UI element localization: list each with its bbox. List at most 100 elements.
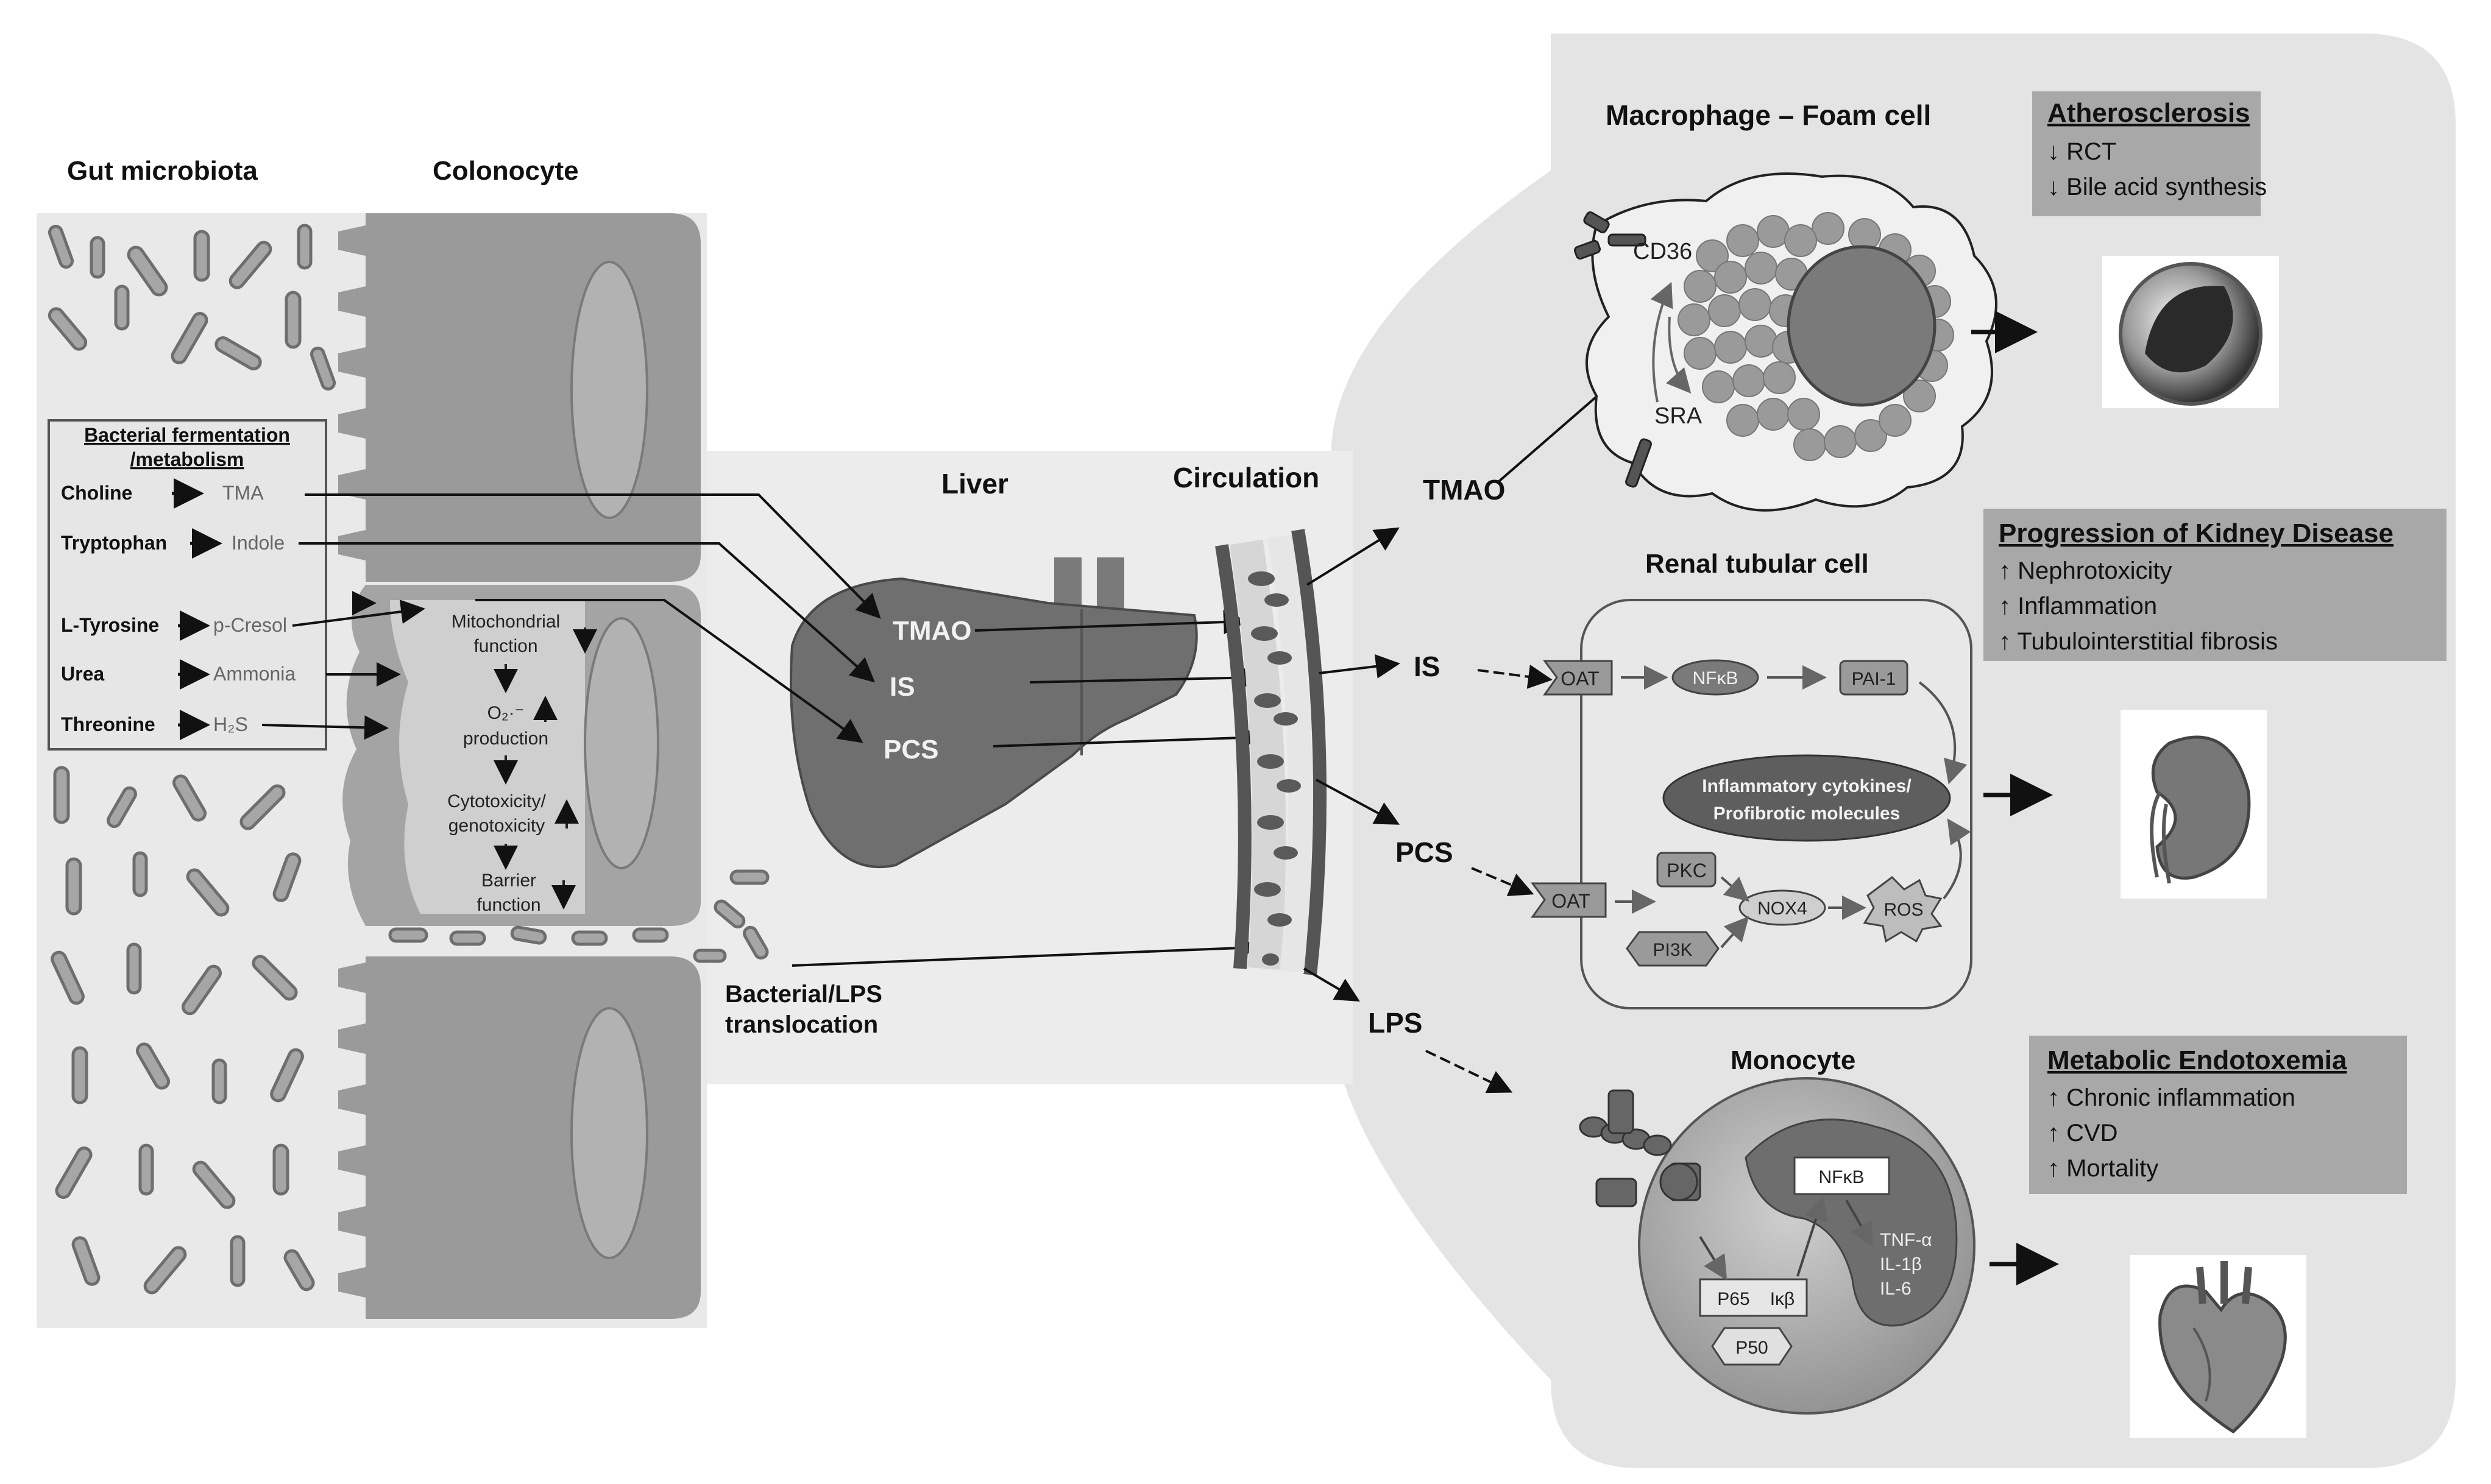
bacterium-icon [272, 1143, 289, 1196]
kidney-title: Progression of Kidney Disease [1999, 518, 2394, 548]
colonocyte-column [338, 213, 701, 1319]
pkc-label: PKC [1667, 860, 1707, 882]
athero-line-1: ↓ RCT [2047, 138, 2116, 165]
nucleus-top [570, 261, 648, 519]
liver-is: IS [890, 672, 915, 702]
bacterium-icon [48, 225, 74, 269]
bacterium-icon [186, 868, 230, 917]
athero-title: Atherosclerosis [2047, 98, 2250, 128]
nfkb-box-monocyte [1793, 1156, 1890, 1195]
renal-tubular-cell: OAT NFκB PAI-1 Inflammatory cytokines/ P… [1531, 599, 1972, 1009]
nox4-node [1738, 889, 1826, 926]
substrate-threonine: Threonine [61, 713, 155, 735]
product-h2s: H₂S [213, 713, 248, 735]
athero-box [2032, 91, 2261, 216]
cyto-line-1: Cytotoxicity/ [447, 791, 546, 811]
metabolic-line-3: ↑ Mortality [2047, 1155, 2158, 1182]
heading-macrophage: Macrophage – Foam cell [1606, 99, 1931, 131]
gut-to-liver-arrows [299, 493, 1263, 967]
nucleus-bottom [570, 1007, 648, 1259]
heart-icon [2130, 1255, 2306, 1438]
oat-transporter-bottom [1531, 882, 1607, 918]
toxin-pcs: PCS [1395, 836, 1453, 868]
kidney-line-1: ↑ Nephrotoxicity [1999, 557, 2172, 584]
o2-line-1: O₂·⁻ [487, 703, 525, 723]
nfkb-label: NFκB [1693, 668, 1738, 688]
heading-renal: Renal tubular cell [1645, 549, 1869, 579]
monocyte-nfkb-label: NFκB [1819, 1167, 1865, 1187]
toxin-lps: LPS [1368, 1007, 1422, 1039]
bacterium-icon [71, 1046, 88, 1104]
liver-shape [790, 577, 1198, 869]
pi3k-node [1626, 931, 1720, 967]
damaged-cytoplasm [390, 600, 585, 914]
substrate-tryptophan: Tryptophan [61, 532, 167, 554]
bacterium-icon [192, 1161, 236, 1209]
athero-line-2: ↓ Bile acid synthesis [2047, 174, 2267, 200]
metabolic-line-1: ↑ Chronic inflammation [2047, 1084, 2295, 1111]
bacterium-icon [211, 1058, 227, 1104]
bacterium-icon [693, 949, 727, 963]
heading-circulation: Circulation [1173, 462, 1319, 493]
sra-label: SRA [1654, 403, 1703, 429]
bacterium-icon [193, 230, 210, 282]
cytokines-node [1662, 754, 1951, 842]
barrier-line-1: Barrier [481, 871, 536, 891]
p65-label: P65 [1717, 1289, 1749, 1309]
bacterium-icon [388, 927, 428, 943]
barrier-line-2: function [477, 895, 540, 915]
bacteria-cluster [48, 224, 770, 1295]
product-ammonia: Ammonia [213, 663, 296, 685]
kidney-box [1983, 509, 2447, 661]
product-p-cresol: p-Cresol [213, 614, 287, 636]
mito-line-1: Mitochondrial [452, 612, 560, 632]
bacterium-icon [229, 241, 272, 289]
liver: TMAO IS PCS [790, 557, 1198, 869]
translocation-line-2: translocation [725, 1011, 878, 1038]
cytokines-line-2: Profibrotic molecules [1713, 804, 1901, 824]
bacterium-icon [55, 1147, 93, 1199]
product-to-colonocyte-arrows [261, 591, 425, 740]
bacterium-icon [53, 766, 70, 824]
vessel-wall-outer [1215, 544, 1252, 969]
bacterium-icon [126, 942, 142, 995]
bacterium-icon [71, 1236, 101, 1286]
toxin-arrows [1303, 377, 1619, 1094]
metabolic-line-2: ↑ CVD [2047, 1120, 2118, 1147]
substrate-l-tyrosine: L-Tyrosine [61, 614, 159, 636]
tnf-label: TNF-α [1880, 1230, 1932, 1250]
translocation-line-1: Bacterial/LPS [725, 981, 882, 1008]
pkc-node [1656, 852, 1717, 888]
kidney-icon [2121, 710, 2267, 899]
heading-monocyte: Monocyte [1731, 1045, 1855, 1075]
colonocyte-effects: Mitochondrial function O₂·⁻ production C… [447, 612, 597, 915]
bacterium-icon [310, 347, 336, 390]
cytokines-line-1: Inflammatory cytokines/ [1702, 776, 1912, 796]
bacterium-icon [714, 899, 746, 929]
ikb-label: Iκβ [1770, 1289, 1795, 1309]
product-indole: Indole [232, 532, 285, 554]
il1b-label: IL-1β [1880, 1254, 1922, 1274]
bacterium-icon [285, 291, 302, 349]
p65-ikb-box [1699, 1278, 1808, 1317]
bacterium-icon [239, 784, 286, 830]
bacterium-icon [51, 950, 85, 1005]
heading-colonocyte: Colonocyte [433, 156, 579, 186]
bacterium-icon [252, 955, 298, 1001]
kidney-line-3: ↑ Tubulointerstitial fibrosis [1999, 628, 2278, 655]
bacterium-icon [729, 869, 770, 885]
o2-line-2: production [463, 729, 548, 749]
outcome-kidney: Progression of Kidney Disease ↑ Nephroto… [1983, 509, 2447, 661]
bacterium-icon [65, 857, 82, 916]
metabolic-box [2029, 1036, 2407, 1194]
ros-node [1863, 876, 1943, 943]
substrate-choline: Choline [61, 482, 132, 504]
oat-transporter-top [1543, 660, 1613, 696]
fermentation-box [48, 419, 327, 751]
bacterium-icon [283, 1249, 315, 1291]
product-tma: TMA [222, 482, 264, 504]
bacterium-icon [132, 851, 148, 897]
pai1-node [1839, 660, 1908, 696]
macrophage-foam-cell: CD36 SRA [1573, 172, 1997, 512]
